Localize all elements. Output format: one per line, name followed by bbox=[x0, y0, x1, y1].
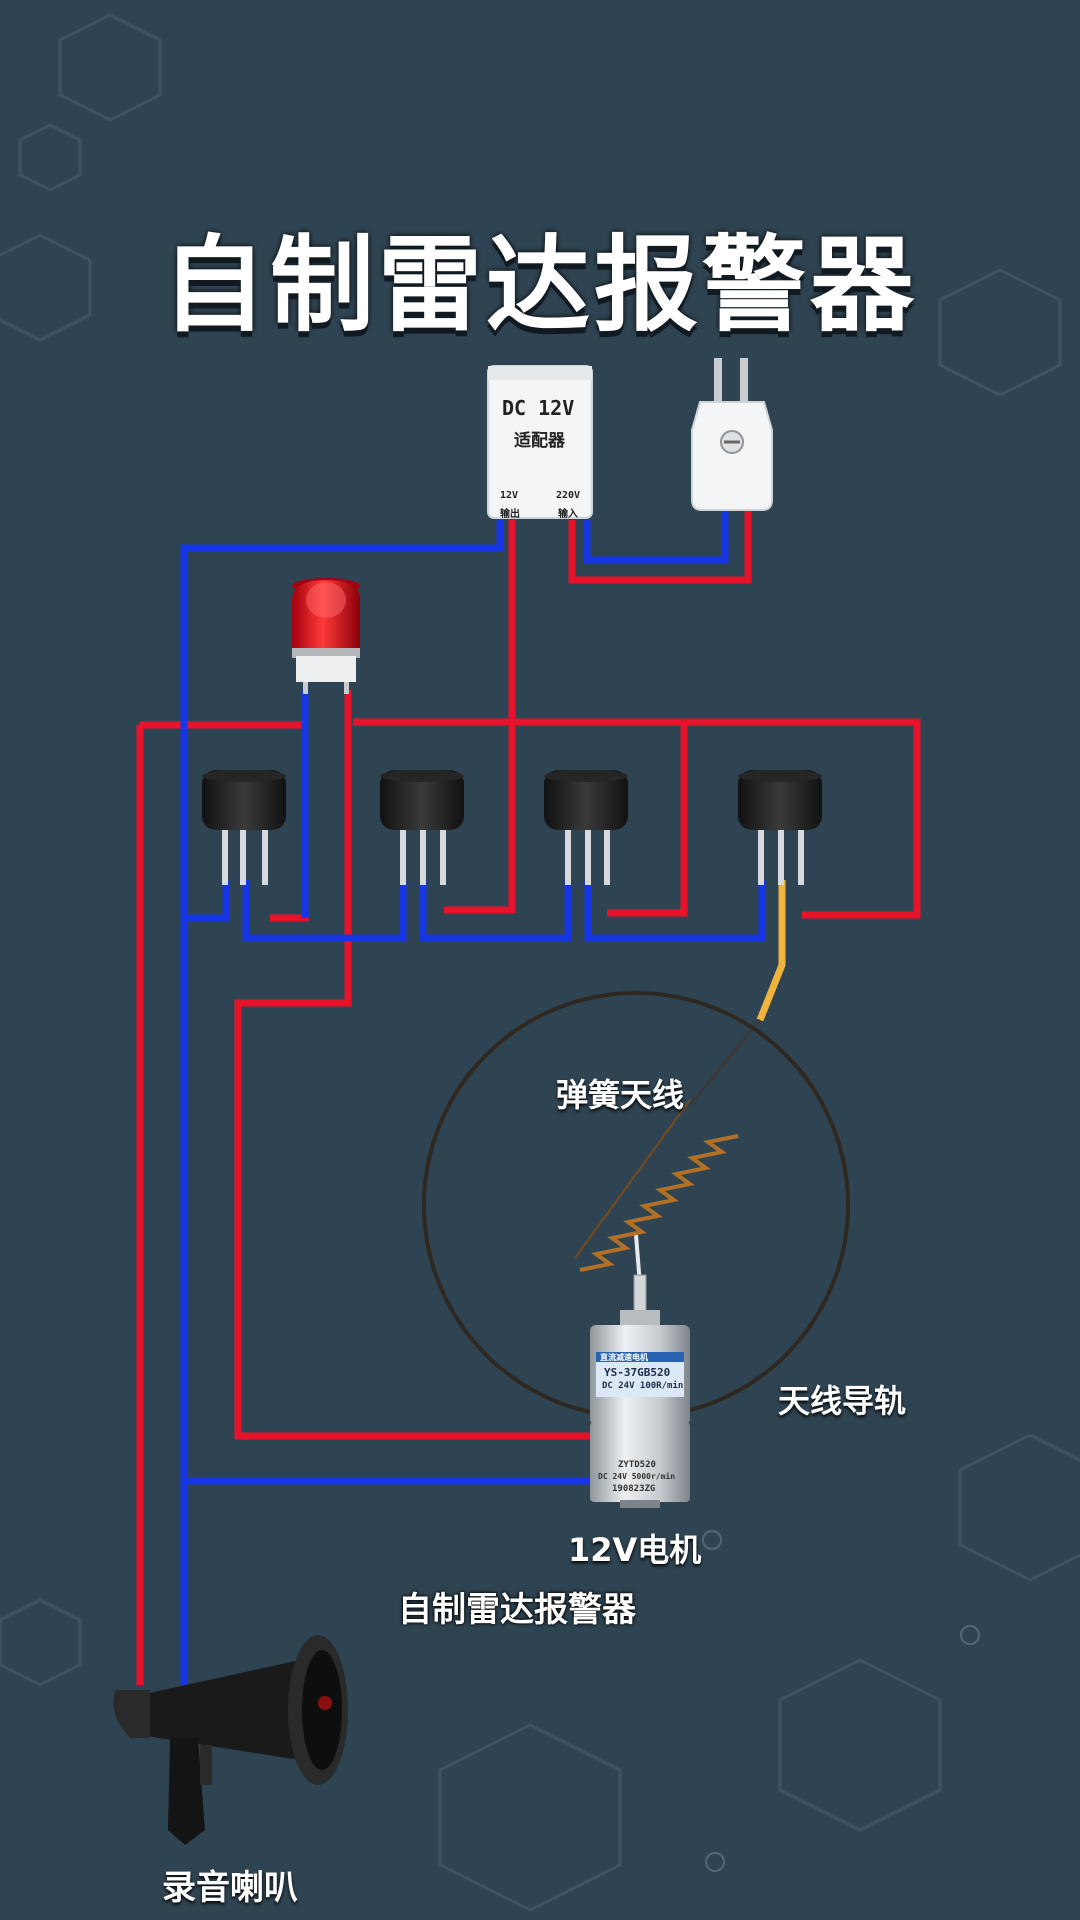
megaphone-icon bbox=[113, 1635, 348, 1845]
adapter-in-label: 输入 bbox=[558, 509, 578, 520]
power-adapter-icon bbox=[487, 365, 593, 519]
positive-wires bbox=[136, 508, 921, 1685]
sensor-icon-4 bbox=[738, 770, 822, 885]
sensor-icon-1 bbox=[202, 770, 286, 885]
label-antenna-rail: 天线导轨 bbox=[778, 1382, 907, 1420]
sensor-icon-3 bbox=[544, 770, 628, 885]
motor-brand: 直流减速电机 bbox=[600, 1353, 648, 1362]
page-title: 自制雷达报警器 bbox=[161, 224, 918, 346]
label-spring-antenna: 弹簧天线 bbox=[556, 1076, 685, 1114]
motor-spec: DC 24V 100R/min bbox=[602, 1381, 684, 1391]
antenna-wire bbox=[756, 880, 786, 1022]
sensor-icon-2 bbox=[380, 770, 464, 885]
adapter-out-label: 输出 bbox=[500, 509, 520, 520]
negative-wires bbox=[180, 508, 766, 1685]
motor-body-model: ZYTD520 bbox=[618, 1460, 656, 1470]
adapter-line1: DC 12V bbox=[502, 396, 575, 420]
spring-antenna-icon bbox=[574, 1099, 739, 1286]
motor-model: YS-37GB520 bbox=[604, 1366, 671, 1379]
adapter-out-voltage: 12V bbox=[500, 490, 519, 501]
dc-motor-icon bbox=[590, 1274, 690, 1508]
adapter-line2: 适配器 bbox=[514, 431, 565, 451]
label-motor: 12V电机 bbox=[568, 1531, 702, 1569]
warning-light-icon bbox=[292, 578, 360, 694]
motor-body-code: 190823ZG bbox=[612, 1484, 656, 1494]
wall-plug-icon bbox=[691, 358, 773, 511]
adapter-in-voltage: 220V bbox=[556, 490, 581, 501]
background-dots bbox=[702, 1530, 980, 1872]
motor-body-spec: DC 24V 5000r/min bbox=[598, 1472, 676, 1481]
background-hexagons bbox=[0, 13, 1080, 1912]
label-speaker: 录音喇叭 bbox=[162, 1868, 298, 1908]
subtitle: 自制雷达报警器 bbox=[398, 1590, 636, 1630]
